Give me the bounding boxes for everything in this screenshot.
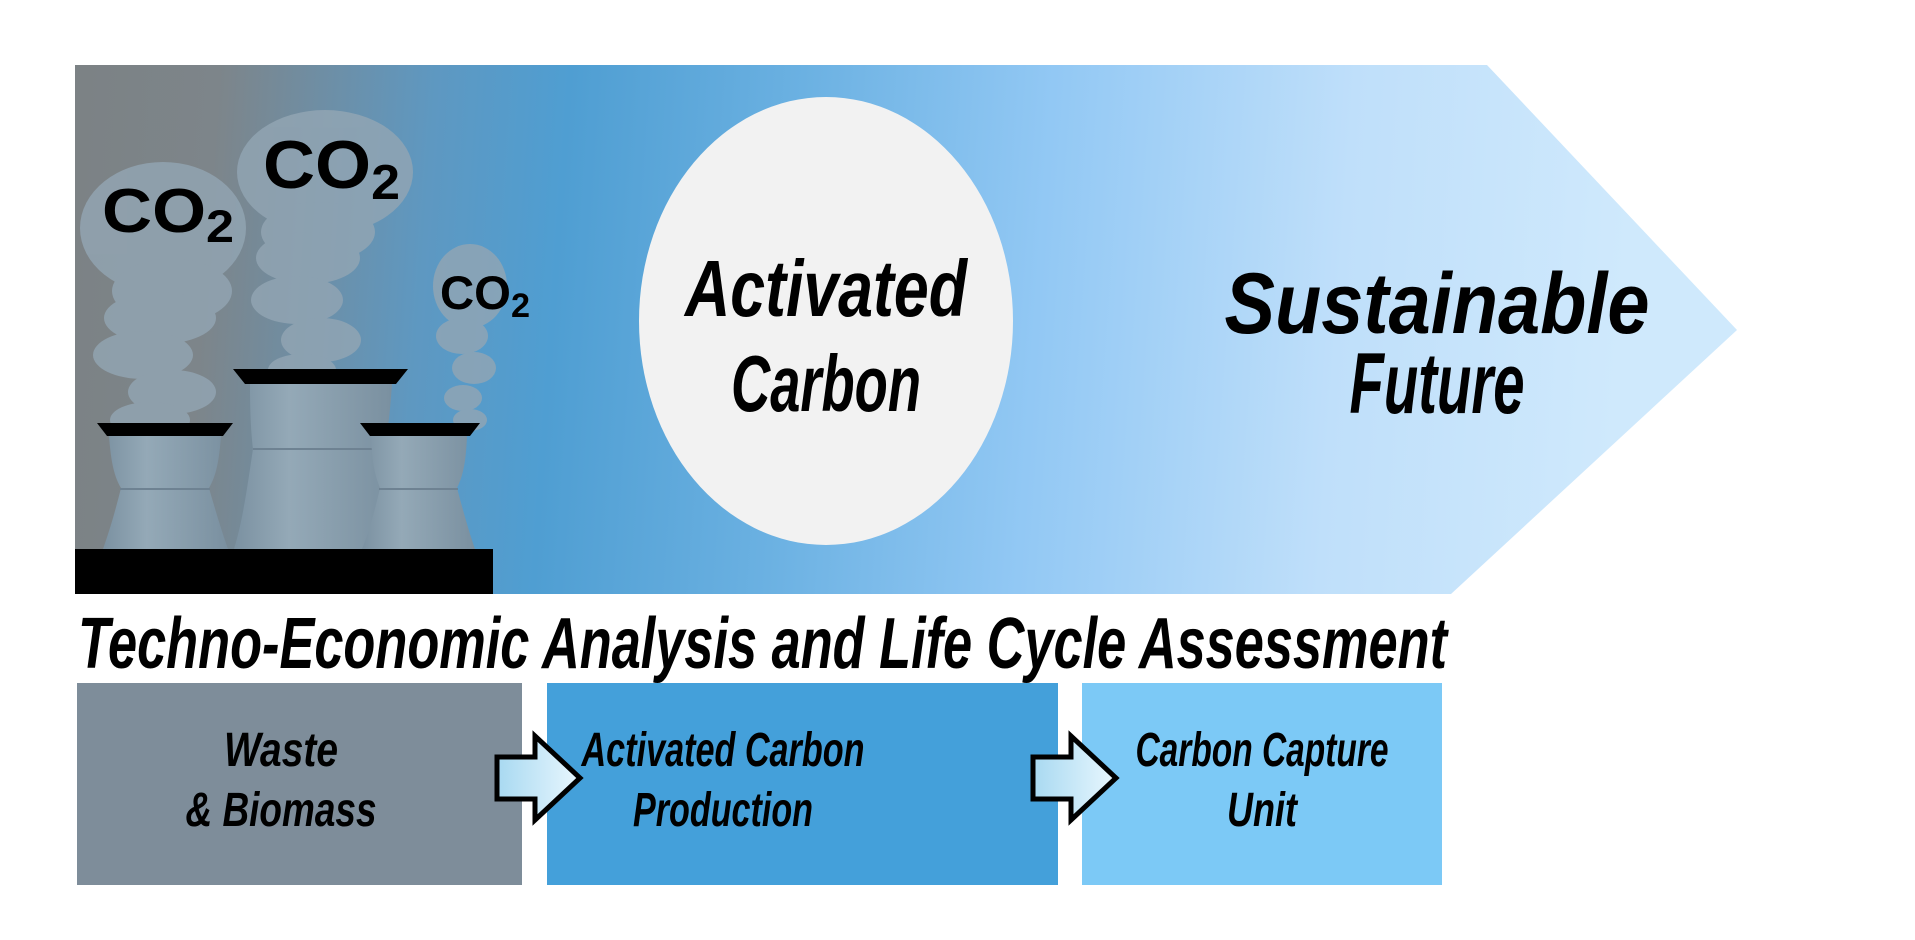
smoke-puff [436,318,488,354]
production-box-label-line2: Production [633,784,813,837]
co2-label: CO2 [440,266,530,325]
ground-bar [75,549,493,594]
carbon-capture-unit-box [1082,683,1442,885]
circle-badge-label: Activated Carbon [683,244,968,428]
smoke-puff [433,244,507,328]
smoke-puff [80,162,246,294]
headline: Techno-Economic Analysis and Life Cycle … [78,604,1449,684]
tower-rim [233,369,408,384]
waste-box-label-line1: Waste [224,724,338,777]
flow-arrow-icon [1030,730,1120,826]
flow-box-labels: Waste & Biomass Activated Carbon Product… [186,724,1389,837]
tower-rim [97,423,233,436]
smoke-puff [237,110,413,234]
tower-rim [360,423,480,436]
flow-arrow-icon [494,730,584,826]
smoke-puff [104,292,216,344]
cooling-tower-body [234,384,392,549]
cooling-towers [97,369,480,549]
smoke-puff [256,232,360,284]
flow-diagram: Waste & Biomass Activated Carbon Product… [77,683,1442,885]
smoke-puff [444,385,482,411]
circle-label-line2: Carbon [731,339,921,428]
sustainable-future-label: Sustainable Future [1225,256,1650,432]
smoke-puff [452,352,496,384]
activated-carbon-production-box [547,683,1058,885]
future-label-line1: Sustainable [1225,256,1650,352]
future-label-line2: Future [1350,336,1525,432]
circle-label-line1: Activated [683,244,968,333]
production-box-label-line1: Activated Carbon [581,724,865,777]
capture-box-label-line2: Unit [1227,784,1299,837]
cooling-tower-body [362,436,475,549]
waste-box-label-line2: & Biomass [186,784,377,837]
circle-badge [639,97,1013,545]
cooling-tower-body [103,436,228,549]
smoke-puff [281,318,361,362]
smoke-puff [251,276,343,324]
capture-box-label-line1: Carbon Capture [1136,724,1389,777]
smoke-puff [93,331,193,379]
waste-biomass-box [77,683,522,885]
